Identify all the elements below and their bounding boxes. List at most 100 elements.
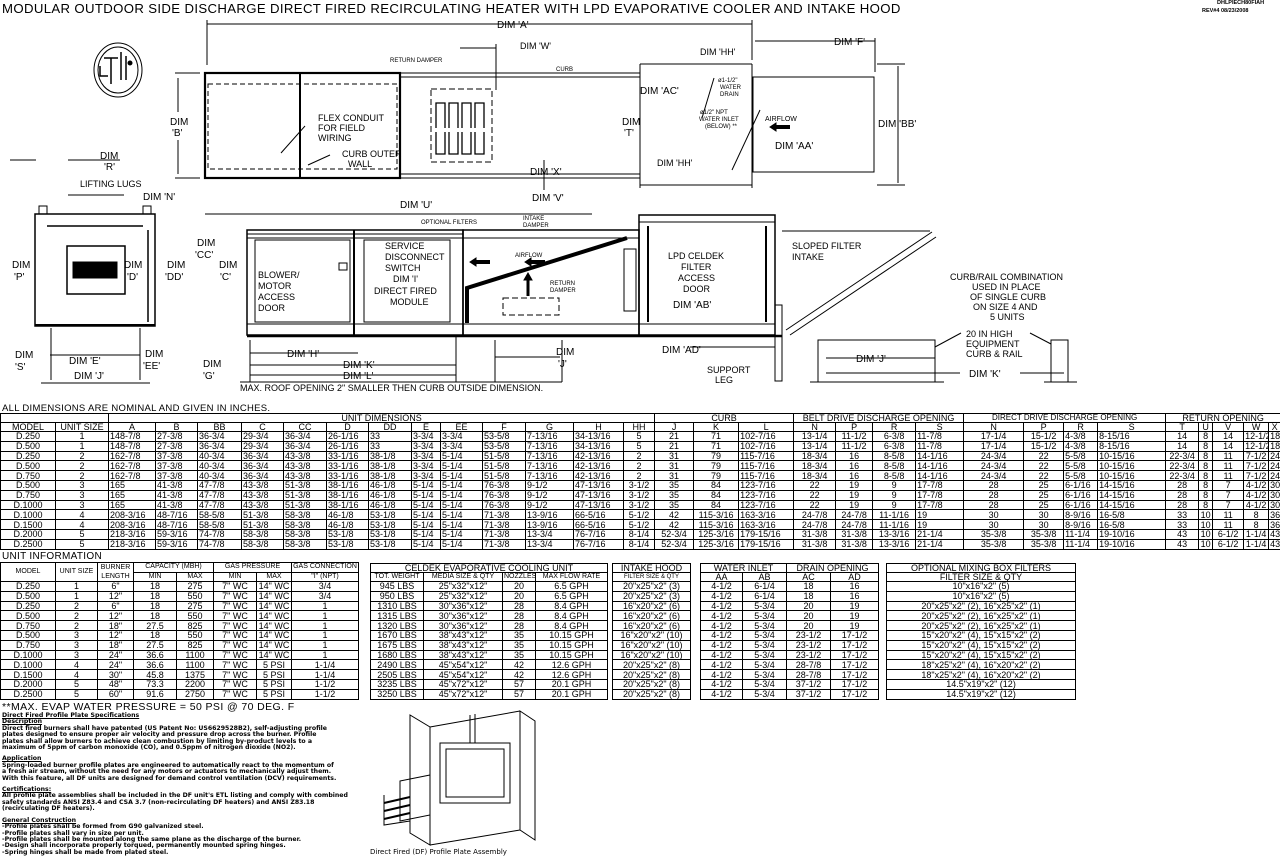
label-dim-t-1: DIM bbox=[622, 117, 640, 128]
dimension-cell: 33 bbox=[368, 431, 412, 442]
water-drain-cell: 19 bbox=[830, 610, 880, 622]
dimension-cell: 8-5/8 bbox=[872, 450, 917, 462]
profile-plate-assembly-illustration bbox=[383, 710, 536, 846]
dimension-cell: 8 bbox=[1198, 489, 1214, 501]
dimension-cell: 162-7/8 bbox=[108, 460, 156, 472]
table-row: 20"x25"x2" (3) bbox=[612, 590, 691, 602]
label-intake-damper-2: DAMPER bbox=[523, 223, 549, 229]
dimension-cell: 51-3/8 bbox=[283, 479, 327, 491]
water-drain-cell: 17-1/2 bbox=[830, 669, 880, 680]
celdek-cell: 45"x54"x12" bbox=[423, 669, 503, 680]
dimension-cell: 71-3/8 bbox=[482, 509, 526, 521]
dimension-cell: 14 bbox=[1212, 431, 1245, 442]
dimension-cell: 29-3/4 bbox=[241, 440, 284, 452]
dimension-cell: 24-7/8 bbox=[793, 509, 837, 521]
table-row: 10"x16"x2" (5) bbox=[886, 581, 1076, 592]
unit-info-cell: 7" WC bbox=[213, 629, 257, 641]
dimension-cell: 46-1/8 bbox=[368, 479, 412, 491]
dimension-cell: 28 bbox=[1165, 499, 1200, 511]
table-row: 14.5"x19"x2" (12) bbox=[886, 688, 1076, 700]
dimension-cell: 58-3/8 bbox=[283, 509, 327, 521]
water-drain-cell: 16 bbox=[830, 590, 880, 602]
celdek-cell: 38"x43"x12" bbox=[423, 649, 503, 661]
water-drain-cell: 19 bbox=[830, 620, 880, 631]
label-dim-hh: DIM 'HH' bbox=[700, 47, 736, 57]
dimension-cell: 2 bbox=[622, 450, 656, 462]
dimension-cell: 59-3/16 bbox=[155, 528, 198, 540]
unit-info-cell: D.1500 bbox=[0, 669, 56, 680]
label-dim-j-2: 'J' bbox=[558, 359, 567, 370]
dimension-cell: 35 bbox=[654, 499, 695, 511]
dimension-cell: 6-3/8 bbox=[872, 440, 917, 452]
unit-info-cell: 7" WC bbox=[213, 620, 257, 631]
celdek-cell: 10.15 GPH bbox=[534, 629, 609, 641]
mixing-box-cell: 20"x25"x2" (2), 16"x25"x2" (1) bbox=[886, 620, 1076, 631]
dimension-cell: 35 bbox=[654, 479, 695, 491]
unit-info-cell: 1-1/4 bbox=[291, 669, 359, 680]
col-header: N bbox=[963, 422, 1025, 432]
unit-info-cell: 1100 bbox=[176, 649, 214, 661]
dimension-cell: 10-15/16 bbox=[1097, 450, 1167, 462]
dimension-cell: 15-1/2 bbox=[1023, 440, 1065, 452]
unit-info-cell: D.500 bbox=[0, 590, 56, 602]
col-header: V bbox=[1212, 422, 1245, 432]
unit-info-cell: 1 bbox=[55, 590, 98, 602]
dimension-cell: 28 bbox=[1165, 489, 1200, 501]
dimension-cell: 6-1/16 bbox=[1063, 489, 1099, 501]
dimension-cell: 18-3/4 bbox=[793, 470, 837, 481]
label-dim-ac: DIM 'AC' bbox=[640, 86, 679, 97]
dimension-cell: 33 bbox=[1165, 519, 1200, 530]
dimension-cell: 17-7/8 bbox=[915, 499, 965, 511]
dimension-cell: 162-7/8 bbox=[108, 450, 156, 462]
celdek-cell: 38"x43"x12" bbox=[423, 629, 503, 641]
dimension-cell: 13-3/4 bbox=[525, 528, 574, 540]
dimension-cell: 22 bbox=[793, 499, 837, 511]
unit-info-cell: 4 bbox=[55, 659, 98, 671]
unit-info-cell: 18 bbox=[133, 629, 177, 641]
col-header: A bbox=[108, 422, 156, 432]
unit-info-cell: 30" bbox=[97, 669, 134, 680]
notes-line: maximum of 5ppm of carbon monoxide (CO),… bbox=[2, 744, 296, 752]
intake-hood-cell: 20"x25"x2" (8) bbox=[612, 688, 691, 700]
dimension-cell: 7-13/16 bbox=[525, 460, 574, 472]
label-service-3: SWITCH bbox=[385, 263, 421, 273]
table-row: 15"x20"x2" (4), 15"x15"x2" (2) bbox=[886, 649, 1076, 661]
dimension-cell: 31 bbox=[654, 460, 695, 472]
dimension-cell: 19 bbox=[915, 519, 965, 530]
group-belt-drive: BELT DRIVE DISCHARGE OPENING bbox=[793, 413, 965, 423]
dimension-cell: 5-1/4 bbox=[440, 519, 483, 530]
unit-info-cell: 7" WC bbox=[213, 610, 257, 622]
dimension-cell: 37-3/8 bbox=[155, 470, 198, 481]
dimension-cell: 53-5/8 bbox=[482, 431, 526, 442]
label-inlet-2: WATER INLET bbox=[699, 117, 739, 123]
unit-info-cell: 3 bbox=[55, 639, 98, 651]
celdek-cell: 945 LBS bbox=[370, 581, 424, 592]
table-row: 16"x20"x2" (10) bbox=[612, 649, 691, 661]
dimension-cell: 71-3/8 bbox=[482, 528, 526, 540]
dimension-cell: 43 bbox=[1268, 538, 1280, 550]
intake-hood-filter-header: FILTER SIZE & QTY bbox=[612, 572, 691, 582]
celdek-cell: 1670 LBS bbox=[370, 629, 424, 641]
label-support-1: SUPPORT bbox=[707, 365, 751, 375]
label-celdek-2: FILTER bbox=[681, 262, 712, 272]
unit-info-cell: 18 bbox=[133, 590, 177, 602]
dimension-cell: 115-7/16 bbox=[738, 470, 795, 481]
dimension-cell: 5-1/4 bbox=[411, 538, 441, 550]
col-media-size: MEDIA SIZE & QTY bbox=[423, 572, 503, 582]
dimension-cell: 84 bbox=[693, 499, 740, 511]
water-drain-cell: 4-1/2 bbox=[700, 590, 743, 602]
label-inlet-1: ø1/2" NPT bbox=[700, 110, 728, 116]
unit-info-cell: 91.6 bbox=[133, 688, 177, 700]
dimension-cell: 7-13/16 bbox=[525, 450, 574, 462]
table-row: 15"x20"x2" (4), 15"x15"x2" (2) bbox=[886, 629, 1076, 641]
celdek-cell: 1315 LBS bbox=[370, 610, 424, 622]
col-header: L bbox=[738, 422, 795, 432]
label-dim-j-rail: DIM 'J' bbox=[856, 354, 886, 365]
mixing-box-cell: 14.5"x19"x2" (12) bbox=[886, 688, 1076, 700]
